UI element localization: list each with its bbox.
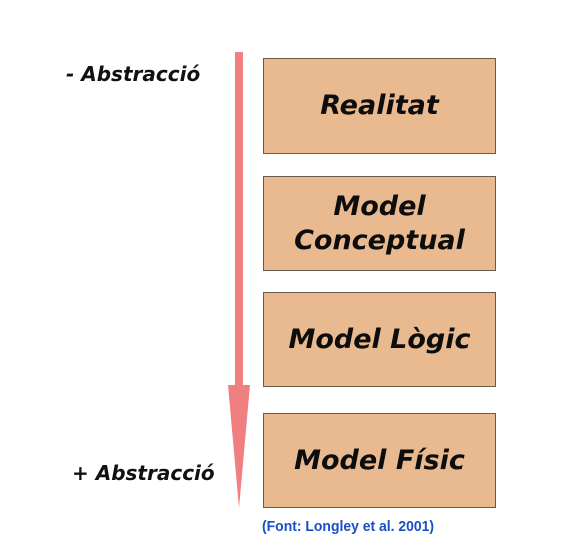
more-abstraction-label: + Abstracció — [72, 461, 215, 485]
less-abstraction-label: - Abstracció — [66, 62, 201, 86]
level-box-model-conceptual: Model Conceptual — [263, 176, 496, 271]
level-label: Model Lògic — [288, 323, 471, 355]
source-citation: (Font: Longley et al. 2001) — [262, 518, 435, 535]
level-label: Model Conceptual — [294, 190, 465, 256]
level-box-realitat: Realitat — [263, 58, 496, 154]
level-label: Model Físic — [294, 444, 465, 476]
abstraction-arrow — [228, 52, 250, 508]
arrow-head — [228, 385, 250, 508]
arrow-shaft — [235, 52, 243, 387]
level-box-model-logic: Model Lògic — [263, 292, 496, 387]
level-label: Realitat — [320, 90, 439, 122]
level-box-model-fisic: Model Físic — [263, 413, 496, 508]
